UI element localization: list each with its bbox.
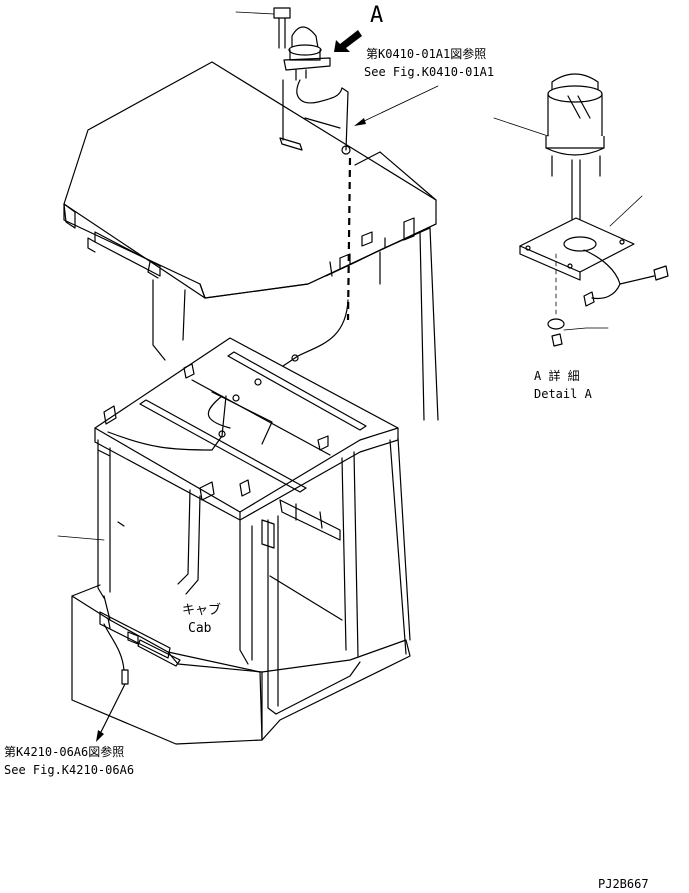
- assembly-drop-line: [346, 157, 352, 321]
- top-reference-callout: 第K0410-01A1図参照 See Fig.K0410-01A1: [354, 46, 494, 126]
- cab-body: [57, 337, 411, 745]
- view-label: A: [370, 3, 383, 28]
- detail-label-en: Detail A: [534, 387, 593, 401]
- roof-cover-panel: [63, 61, 439, 421]
- cab-label-jp: キャブ: [182, 602, 221, 618]
- detail-label-jp: A 詳 細: [534, 368, 580, 383]
- bottom-ref-jp: 第K4210-06A6図参照: [4, 744, 124, 759]
- bottom-ref-en: See Fig.K4210-06A6: [4, 763, 134, 777]
- harness-to-cab: [261, 299, 349, 381]
- cab-label-en: Cab: [188, 621, 212, 636]
- rotary-lamp-on-roof: [235, 7, 351, 155]
- drawing-code: PJ2B667: [598, 877, 649, 891]
- detail-a-view: [493, 73, 669, 347]
- top-ref-en: See Fig.K0410-01A1: [364, 65, 494, 79]
- top-ref-jp: 第K0410-01A1図参照: [366, 46, 486, 61]
- view-arrow-a: A: [334, 3, 383, 52]
- bottom-reference-callout: 第K4210-06A6図参照 See Fig.K4210-06A6: [4, 744, 134, 777]
